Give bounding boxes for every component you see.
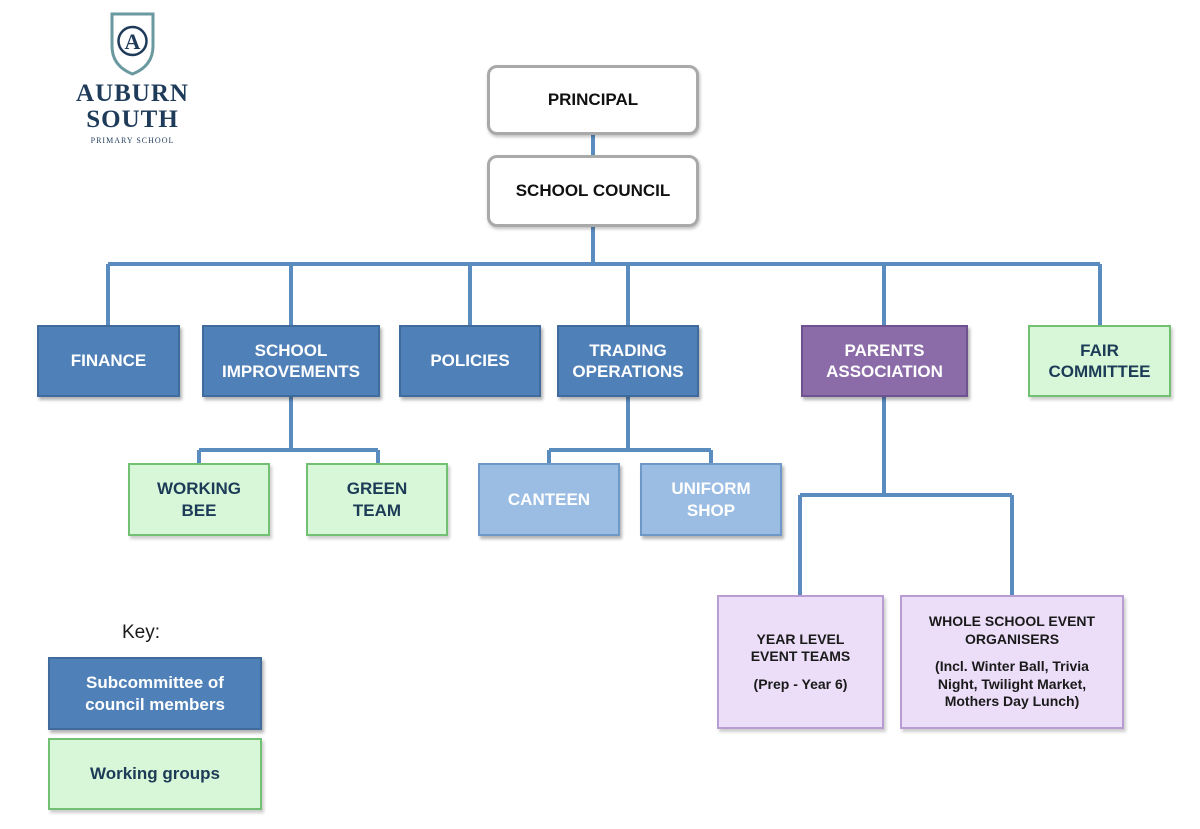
node-fair-committee-label: FAIR COMMITTEE [1048,340,1151,381]
node-parents-association: PARENTS ASSOCIATION [801,325,968,397]
node-fair-committee: FAIR COMMITTEE [1028,325,1171,397]
node-finance-label: FINANCE [70,351,147,371]
node-finance: FINANCE [37,325,180,397]
node-principal: PRINCIPAL [487,65,699,135]
node-policies-label: POLICIES [430,351,510,371]
key-subcommittee-label: Subcommittee of council members [85,673,225,714]
node-uniform-shop-label: UNIFORM SHOP [671,479,751,520]
logo-line-3: PRIMARY SCHOOL [90,136,175,145]
node-year-level-note: (Prep - Year 6) [753,675,848,692]
node-school-improvements: SCHOOL IMPROVEMENTS [202,325,380,397]
node-whole-school-event-organisers: WHOLE SCHOOL EVENT ORGANISERS (Incl. Win… [900,595,1124,729]
key-subcommittee: Subcommittee of council members [48,657,262,730]
node-school-council-label: SCHOOL COUNCIL [515,181,671,201]
node-uniform-shop: UNIFORM SHOP [640,463,782,536]
crest-icon: A [110,12,155,76]
node-year-level-event-teams: YEAR LEVEL EVENT TEAMS (Prep - Year 6) [717,595,884,729]
node-whole-school-note: (Incl. Winter Ball, Trivia Night, Twilig… [935,658,1089,710]
node-school-improvements-label: SCHOOL IMPROVEMENTS [222,340,360,381]
node-canteen-label: CANTEEN [507,489,591,509]
node-green-team-label: GREEN TEAM [346,479,408,520]
node-canteen: CANTEEN [478,463,620,536]
node-whole-school-title: WHOLE SCHOOL EVENT ORGANISERS [928,613,1096,647]
node-working-bee-label: WORKING BEE [156,479,242,520]
svg-text:A: A [125,29,141,54]
key-title: Key: [122,622,161,643]
node-trading-operations-label: TRADING OPERATIONS [572,340,684,381]
school-logo: A AUBURN SOUTH PRIMARY SCHOOL [60,8,205,148]
key-working-groups-label: Working groups [89,764,220,784]
node-year-level-title: YEAR LEVEL EVENT TEAMS [750,630,851,665]
node-green-team: GREEN TEAM [306,463,448,536]
node-working-bee: WORKING BEE [128,463,270,536]
node-parents-association-label: PARENTS ASSOCIATION [826,340,943,381]
key-working-groups: Working groups [48,738,262,810]
node-principal-label: PRINCIPAL [547,90,639,110]
node-school-council: SCHOOL COUNCIL [487,155,699,227]
logo-line-2: SOUTH [86,106,179,133]
node-trading-operations: TRADING OPERATIONS [557,325,699,397]
logo-line-1: AUBURN [76,80,189,107]
node-policies: POLICIES [399,325,541,397]
